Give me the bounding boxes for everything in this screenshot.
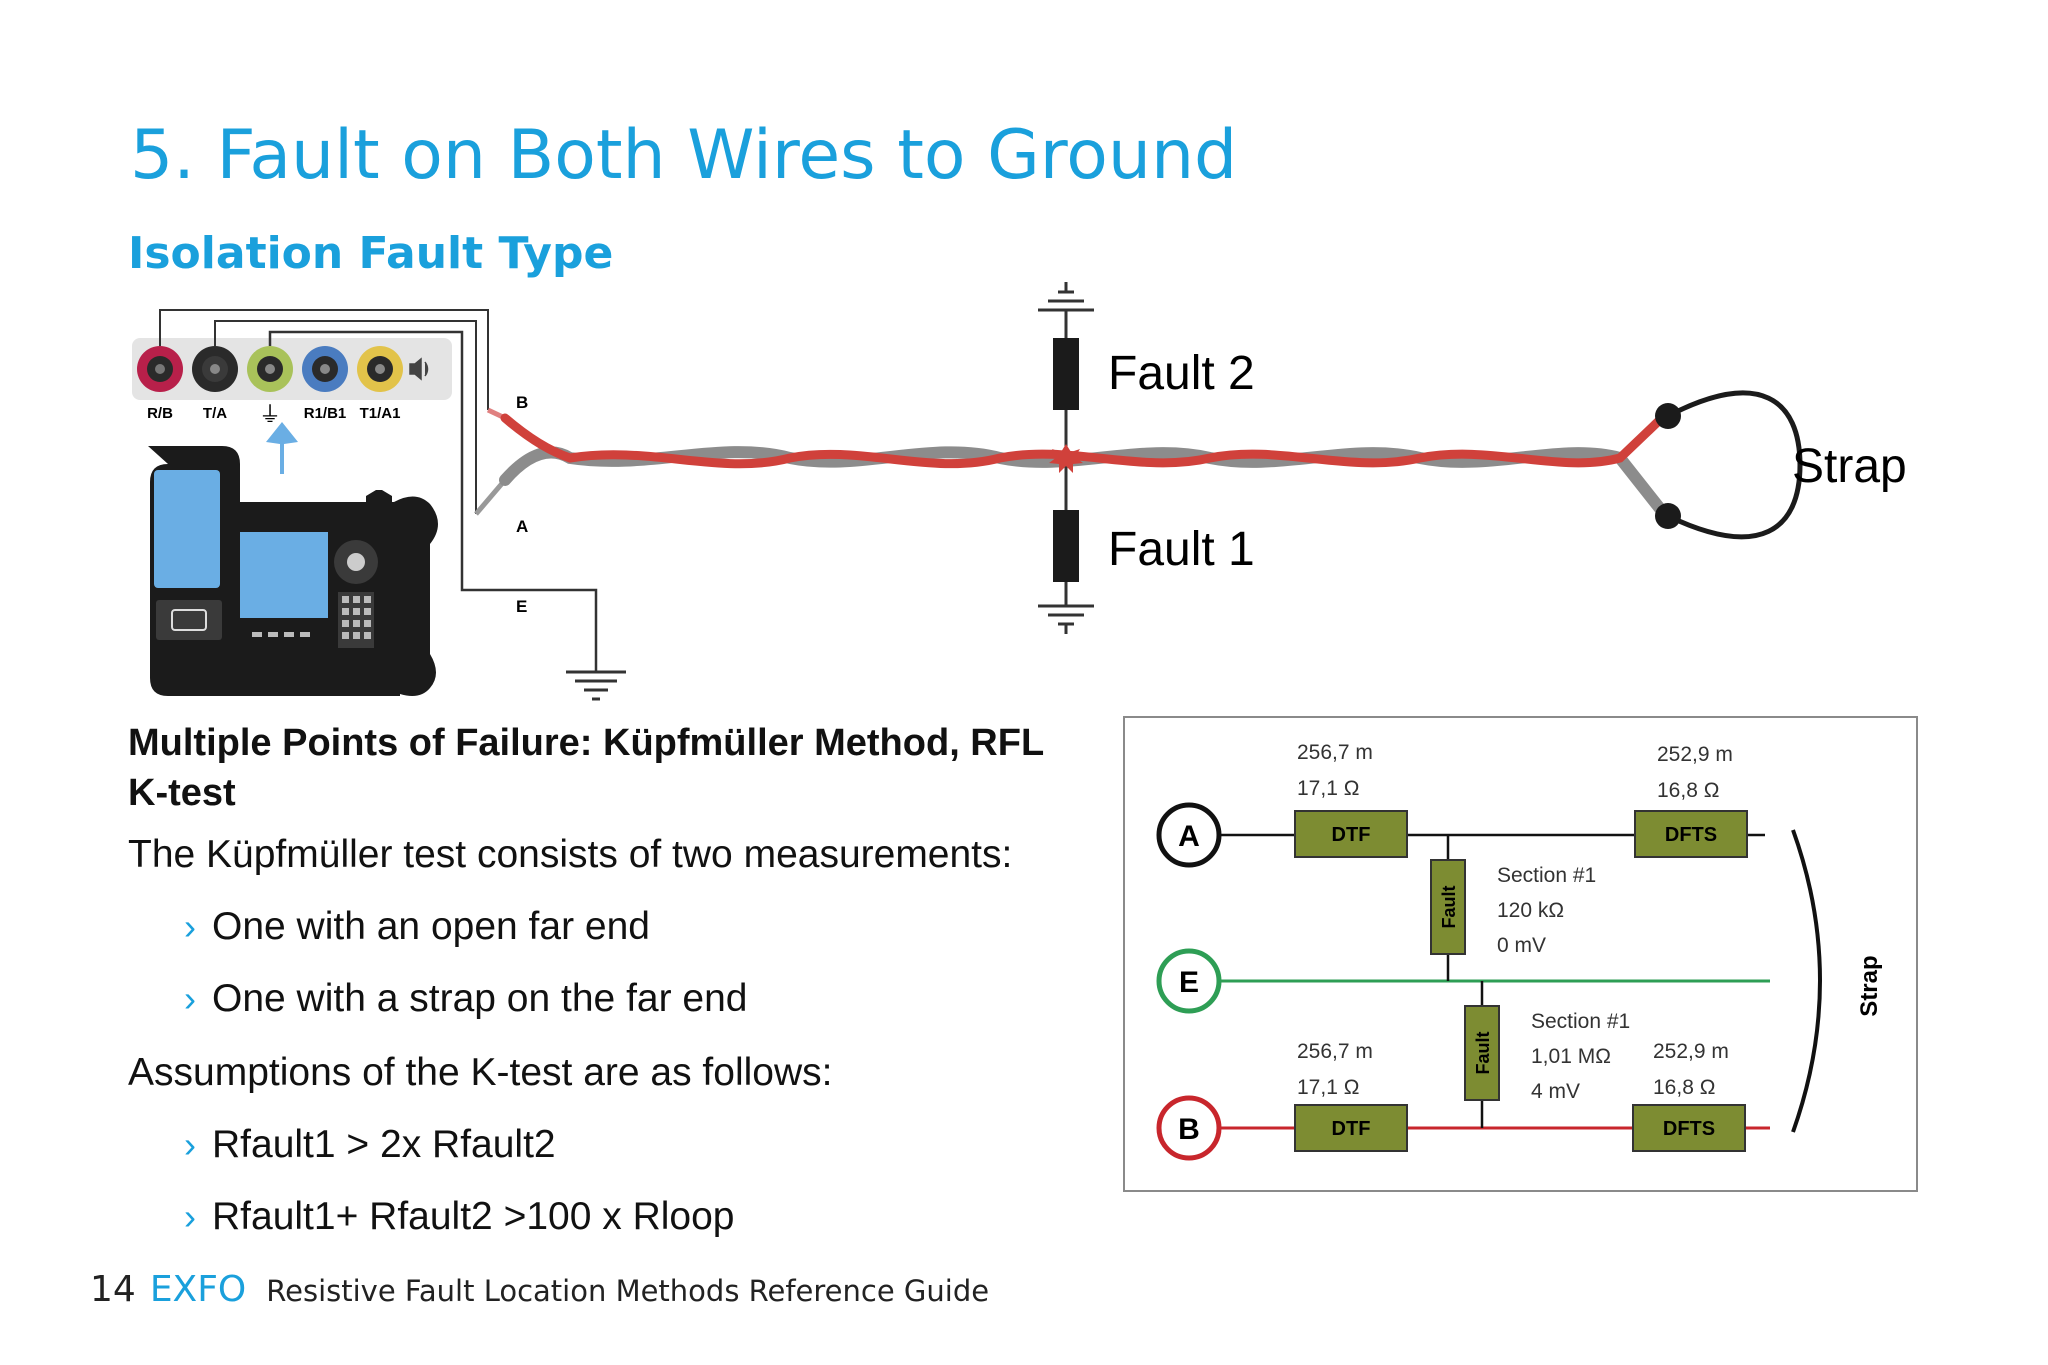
k-test-schematic: A E B 256,7 m 17,1 Ω DTF 252,9 m 16,8 Ω … <box>1156 741 1883 1161</box>
guide-title: Resistive Fault Location Methods Referen… <box>266 1274 990 1308</box>
top-right-resistance: 16,8 Ω <box>1657 779 1719 802</box>
bullet-chevron-icon: › <box>184 906 196 947</box>
bottom-right-dfts-box <box>1632 1104 1746 1152</box>
connector-ta <box>192 346 238 392</box>
node-a-circle <box>1156 802 1222 868</box>
bottom-left-distance: 256,7 m <box>1297 1040 1373 1063</box>
intro-text: The Küpfmüller test consists of two meas… <box>128 833 1013 876</box>
bullet-chevron-icon: › <box>184 1124 196 1165</box>
measurement-item: One with a strap on the far end <box>212 977 748 1020</box>
list-item: › Rfault1 > 2x Rfault2 <box>184 1125 556 1164</box>
fault-ground-bottom <box>1038 582 1094 634</box>
top-left-resistance: 17,1 Ω <box>1297 777 1359 800</box>
connector-t1a1 <box>357 346 403 392</box>
ground-symbol-e <box>566 670 626 701</box>
bullet-chevron-icon: › <box>184 1196 196 1237</box>
connect-arrow-icon <box>266 422 298 474</box>
top-fault-resistance: 120 kΩ <box>1497 899 1564 922</box>
node-b-circle <box>1156 1095 1222 1161</box>
connector-label-rb: R/B <box>147 405 173 422</box>
lead-a-tail <box>474 478 507 516</box>
speaker-icon <box>409 357 429 381</box>
fault-1-label: Fault 1 <box>1108 523 1255 576</box>
assumptions-intro: Assumptions of the K-test are as follows… <box>128 1051 833 1094</box>
page-number: 14 <box>90 1269 136 1310</box>
node-b-label: B <box>1178 1113 1200 1146</box>
top-left-dtf-label: DTF <box>1332 824 1371 846</box>
top-fault-box <box>1430 859 1466 955</box>
node-e-label: E <box>1179 966 1199 999</box>
fault-spark-icon <box>1049 444 1083 473</box>
bottom-right-distance: 252,9 m <box>1653 1040 1729 1063</box>
section-subtitle: Isolation Fault Type <box>128 228 614 279</box>
schematic-strap-label: Strap <box>1856 955 1883 1016</box>
bottom-fault-section: Section #1 <box>1531 1010 1630 1033</box>
strap-label: Strap <box>1792 440 1907 493</box>
fault-1-resistor <box>1053 510 1079 582</box>
wire-label-b: B <box>516 393 528 412</box>
method-heading: Multiple Points of Failure: Küpfmüller M… <box>128 722 1044 814</box>
connector-ground <box>247 346 293 392</box>
list-item: › One with a strap on the far end <box>184 979 748 1018</box>
connector-label-ground: ⏚ <box>259 402 281 427</box>
top-fault-section: Section #1 <box>1497 864 1596 887</box>
strap-terminal-bottom <box>1655 503 1681 529</box>
top-fault-voltage: 0 mV <box>1497 934 1546 957</box>
bottom-fault-voltage: 4 mV <box>1531 1080 1580 1103</box>
bottom-left-resistance: 17,1 Ω <box>1297 1076 1359 1099</box>
bottom-fault-label: Fault <box>1473 1031 1493 1074</box>
connector-r1b1 <box>302 346 348 392</box>
list-item: › One with an open far end <box>184 907 650 946</box>
bottom-left-dtf-box <box>1294 1104 1408 1152</box>
lead-b <box>159 309 489 410</box>
measurement-item: One with an open far end <box>212 905 650 948</box>
top-right-distance: 252,9 m <box>1657 743 1733 766</box>
top-right-dfts-label: DFTS <box>1665 824 1717 846</box>
lead-e <box>268 330 598 672</box>
lead-a <box>214 320 477 514</box>
connector-label-ta: T/A <box>203 405 227 422</box>
top-right-dfts-box <box>1634 810 1748 858</box>
strap-bracket <box>1791 829 1822 1133</box>
fault-illustration: R/B T/A ⏚ R1/B1 T1/A1 B A E Fault 2 Faul… <box>132 282 1907 701</box>
test-device-icon <box>148 446 438 696</box>
top-left-distance: 256,7 m <box>1297 741 1373 764</box>
schematic-frame: A E B 256,7 m 17,1 Ω DTF 252,9 m 16,8 Ω … <box>1123 716 1918 1192</box>
fault-2-resistor <box>1053 338 1079 410</box>
connector-rb <box>137 346 183 392</box>
strap-loop <box>1666 390 1803 540</box>
fault-ground-top <box>1038 282 1094 338</box>
fault-2-label: Fault 2 <box>1108 347 1255 400</box>
strap-terminal-top <box>1655 403 1681 429</box>
connector-label-r1b1: R1/B1 <box>304 405 347 422</box>
top-fault-label: Fault <box>1439 885 1459 928</box>
assumption-item: Rfault1 > 2x Rfault2 <box>212 1123 556 1166</box>
page-title: 5. Fault on Both Wires to Ground <box>130 116 1238 195</box>
brand-logo: EXFO <box>149 1269 247 1310</box>
node-e-circle <box>1156 948 1222 1014</box>
connector-label-t1a1: T1/A1 <box>360 405 401 422</box>
assumption-item: Rfault1+ Rfault2 >100 x Rloop <box>212 1195 735 1238</box>
wire-label-e: E <box>516 597 527 616</box>
bottom-right-resistance: 16,8 Ω <box>1653 1076 1715 1099</box>
bottom-right-dfts-label: DFTS <box>1663 1118 1715 1140</box>
list-item: › Rfault1+ Rfault2 >100 x Rloop <box>184 1197 735 1236</box>
bottom-left-dtf-label: DTF <box>1332 1118 1371 1140</box>
bullet-chevron-icon: › <box>184 978 196 1019</box>
top-left-dtf-box <box>1294 810 1408 858</box>
bottom-fault-box <box>1464 1005 1500 1101</box>
bottom-fault-resistance: 1,01 MΩ <box>1531 1045 1611 1068</box>
footer: 14 EXFO Resistive Fault Location Methods R… <box>90 1272 989 1308</box>
twisted-wire-red <box>500 410 1670 469</box>
wire-label-a: A <box>516 517 528 536</box>
node-a-label: A <box>1178 820 1200 853</box>
